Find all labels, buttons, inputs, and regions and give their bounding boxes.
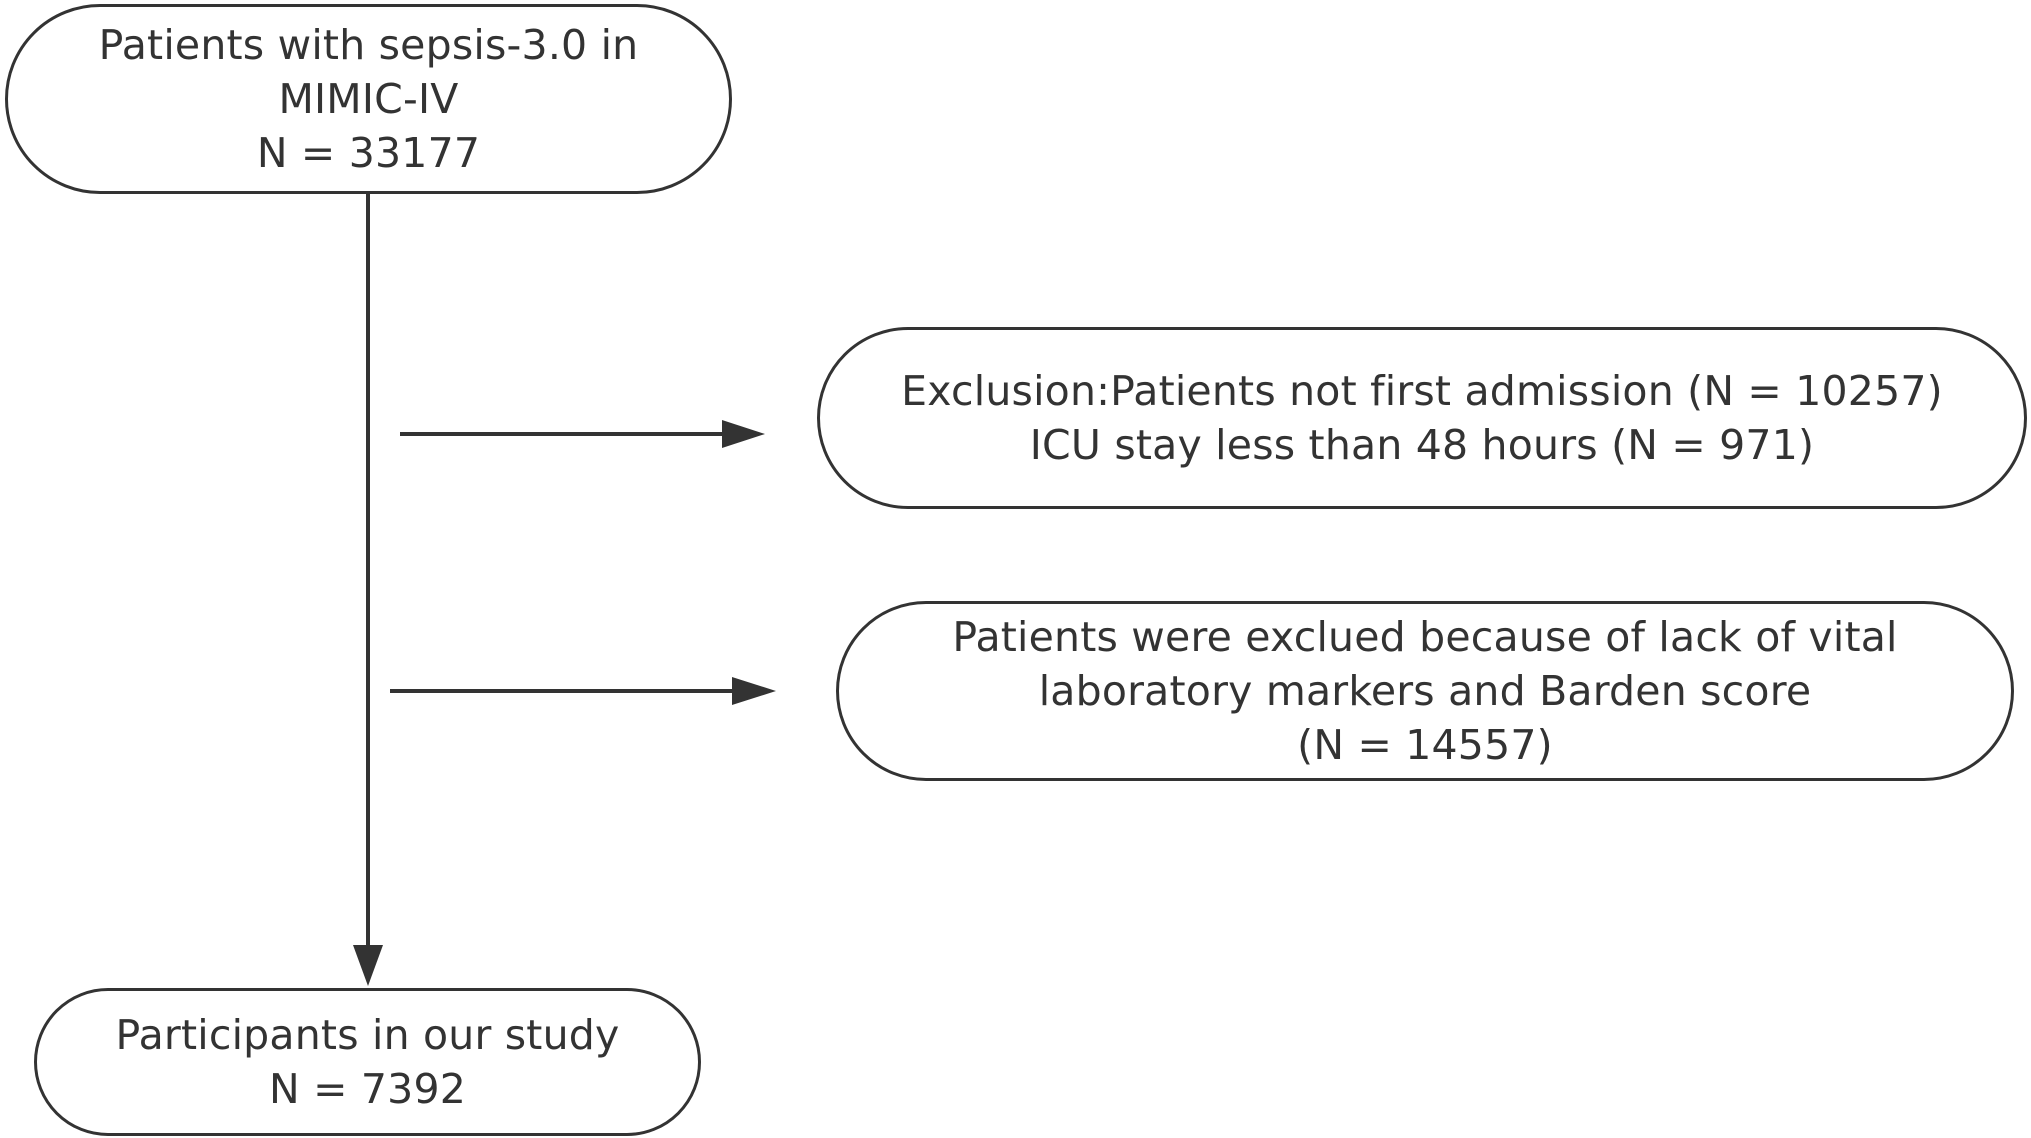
- exclusion-2-line-3: (N = 14557): [1297, 721, 1553, 769]
- end-node: Participants in our study N = 7392: [34, 988, 701, 1136]
- exclusion-1-line-2: ICU stay less than 48 hours (N = 971): [1029, 421, 1815, 469]
- start-node-line-3: N = 33177: [256, 129, 481, 177]
- exclusion-2-arrowhead: [732, 677, 776, 705]
- exclusion-2-line-1: Patients were exclued because of lack of…: [952, 613, 1898, 661]
- start-node-line-1: Patients with sepsis-3.0 in: [98, 21, 639, 69]
- exclusion-1-node: Exclusion:Patients not first admission (…: [817, 327, 2027, 509]
- start-node-line-2: MIMIC-IV: [278, 75, 459, 123]
- exclusion-1-arrowhead: [722, 420, 765, 448]
- exclusion-2-line-2: laboratory markers and Barden score: [1038, 667, 1812, 715]
- exclusion-2-node: Patients were exclued because of lack of…: [836, 601, 2014, 781]
- end-node-line-1: Participants in our study: [115, 1011, 620, 1059]
- exclusion-1-line-1: Exclusion:Patients not first admission (…: [901, 367, 1943, 415]
- start-node: Patients with sepsis-3.0 in MIMIC-IV N =…: [5, 4, 732, 194]
- end-node-line-2: N = 7392: [268, 1065, 467, 1113]
- main-flow-arrowhead: [353, 945, 383, 986]
